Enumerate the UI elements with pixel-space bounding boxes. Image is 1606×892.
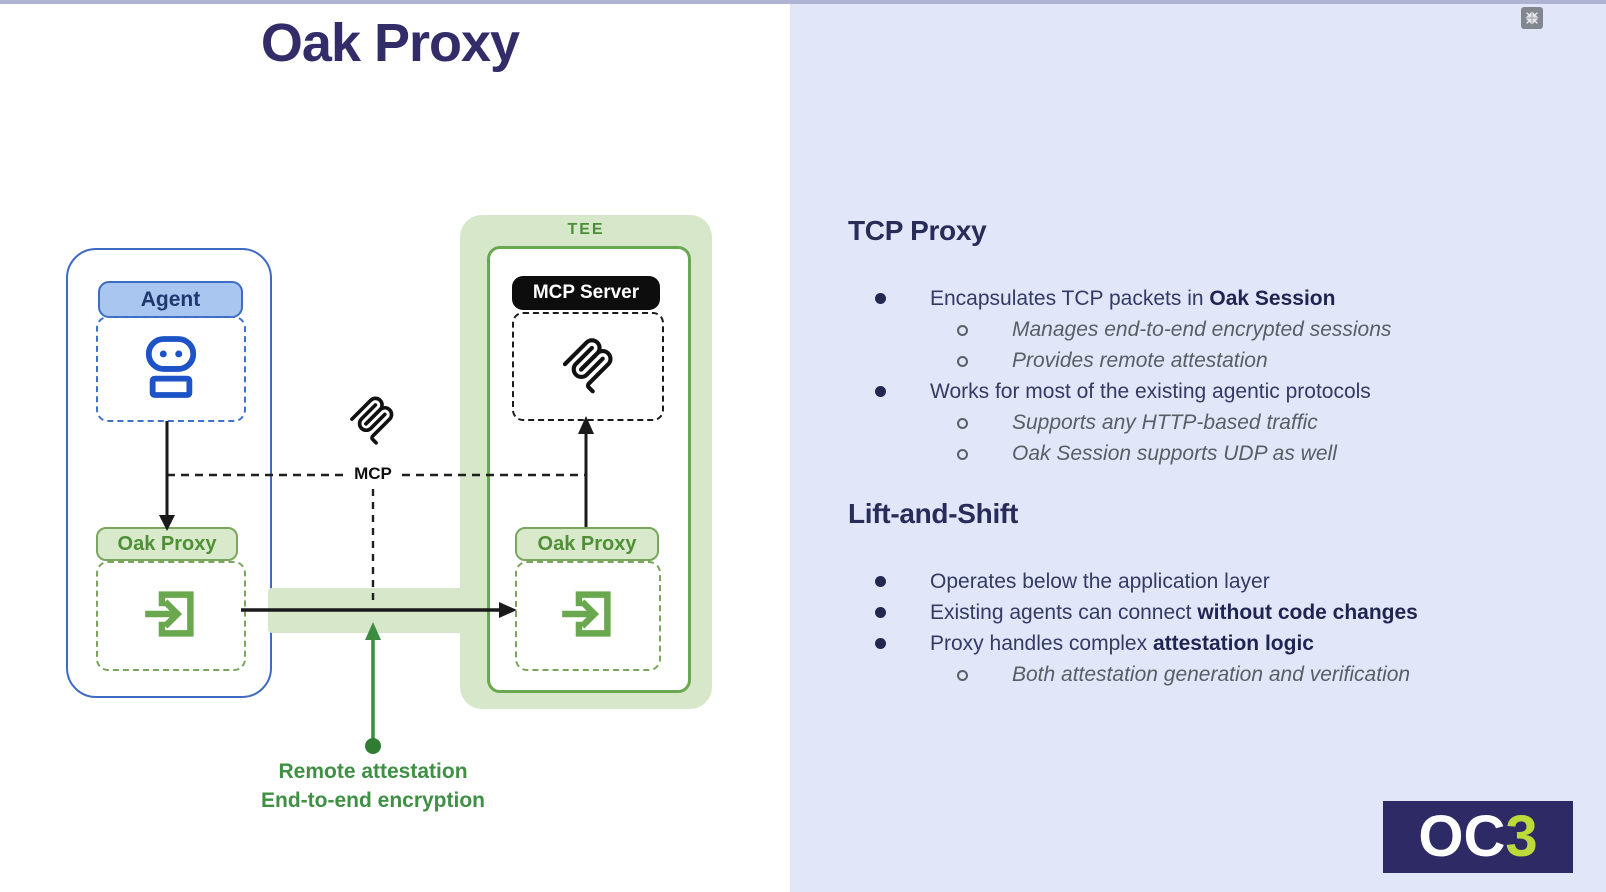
sub-bullet-circle — [957, 449, 968, 460]
bullet-text: Supports any HTTP-based traffic — [1012, 411, 1318, 434]
login-arrow-icon — [557, 583, 619, 650]
bullet-text: Works for most of the existing agentic p… — [930, 380, 1371, 403]
bullet-item: Existing agents can connect without code… — [790, 597, 1606, 628]
bullet-text: Both attestation generation and verifica… — [1012, 663, 1411, 686]
sub-bullet-item: Provides remote attestation — [790, 345, 1606, 376]
bullet-text: Existing agents can connect without code… — [930, 601, 1418, 624]
sub-bullet-circle — [957, 325, 968, 336]
login-arrow-icon — [140, 583, 202, 650]
bullet-dot — [875, 576, 886, 587]
bullet-item: Encapsulates TCP packets in Oak Session — [790, 283, 1606, 314]
encrypted-channel-band — [268, 588, 461, 633]
sub-bullet-circle — [957, 670, 968, 681]
sub-bullet-circle — [957, 356, 968, 367]
bullet-text: Oak Session supports UDP as well — [1012, 442, 1337, 465]
bullet-text: Provides remote attestation — [1012, 349, 1268, 372]
mcp-server-dashed-box — [512, 312, 664, 421]
top-strip — [0, 0, 1606, 4]
tee-label: TEE — [567, 221, 605, 238]
agent-label: Agent — [98, 281, 243, 318]
oak-proxy-right-dashed-box — [515, 561, 661, 671]
agent-dashed-box — [96, 316, 246, 422]
mcp-logo-icon — [557, 333, 619, 400]
bullet-item: Works for most of the existing agentic p… — [790, 376, 1606, 407]
oc3-logo-oc: OC — [1418, 804, 1506, 869]
sub-bullet-item: Supports any HTTP-based traffic — [790, 407, 1606, 438]
sub-bullet-circle — [957, 418, 968, 429]
mcp-logo-icon — [345, 392, 399, 451]
sub-bullet-item: Oak Session supports UDP as well — [790, 438, 1606, 469]
attestation-caption-line1: Remote attestation — [278, 760, 468, 783]
mcp-link-label: MCP — [344, 463, 402, 485]
bullet-text: Proxy handles complex attestation logic — [930, 632, 1314, 655]
agent-host-box — [66, 248, 272, 698]
bullet-dot — [875, 607, 886, 618]
oak-proxy-right-label: Oak Proxy — [515, 527, 659, 561]
mcp-server-label: MCP Server — [512, 276, 660, 310]
bullet-text: Manages end-to-end encrypted sessions — [1012, 318, 1392, 341]
bullet-text: Encapsulates TCP packets in Oak Session — [930, 287, 1336, 310]
collapse-inward-icon[interactable] — [1521, 7, 1543, 29]
bullet-dot — [875, 638, 886, 649]
right-panel-background — [790, 0, 1606, 892]
bullet-text: Operates below the application layer — [930, 570, 1270, 593]
attestation-arrow — [365, 622, 381, 754]
oc3-logo-three: 3 — [1505, 804, 1538, 869]
bullet-item: Operates below the application layer — [790, 566, 1606, 597]
robot-agent-icon — [142, 334, 200, 405]
sub-bullet-item: Both attestation generation and verifica… — [790, 659, 1606, 690]
oak-proxy-left-dashed-box — [96, 561, 246, 671]
section-heading-tcp-proxy: TCP Proxy — [848, 215, 987, 246]
bullet-dot — [875, 386, 886, 397]
attestation-caption: Remote attestation End-to-end encryption — [230, 757, 516, 815]
sub-bullet-item: Manages end-to-end encrypted sessions — [790, 314, 1606, 345]
bullet-item: Proxy handles complex attestation logic — [790, 628, 1606, 659]
bullet-dot — [875, 293, 886, 304]
section-heading-lift-and-shift: Lift-and-Shift — [848, 498, 1018, 529]
page-title: Oak Proxy — [260, 13, 520, 73]
attestation-caption-line2: End-to-end encryption — [261, 789, 485, 812]
oak-proxy-left-label: Oak Proxy — [96, 527, 238, 561]
